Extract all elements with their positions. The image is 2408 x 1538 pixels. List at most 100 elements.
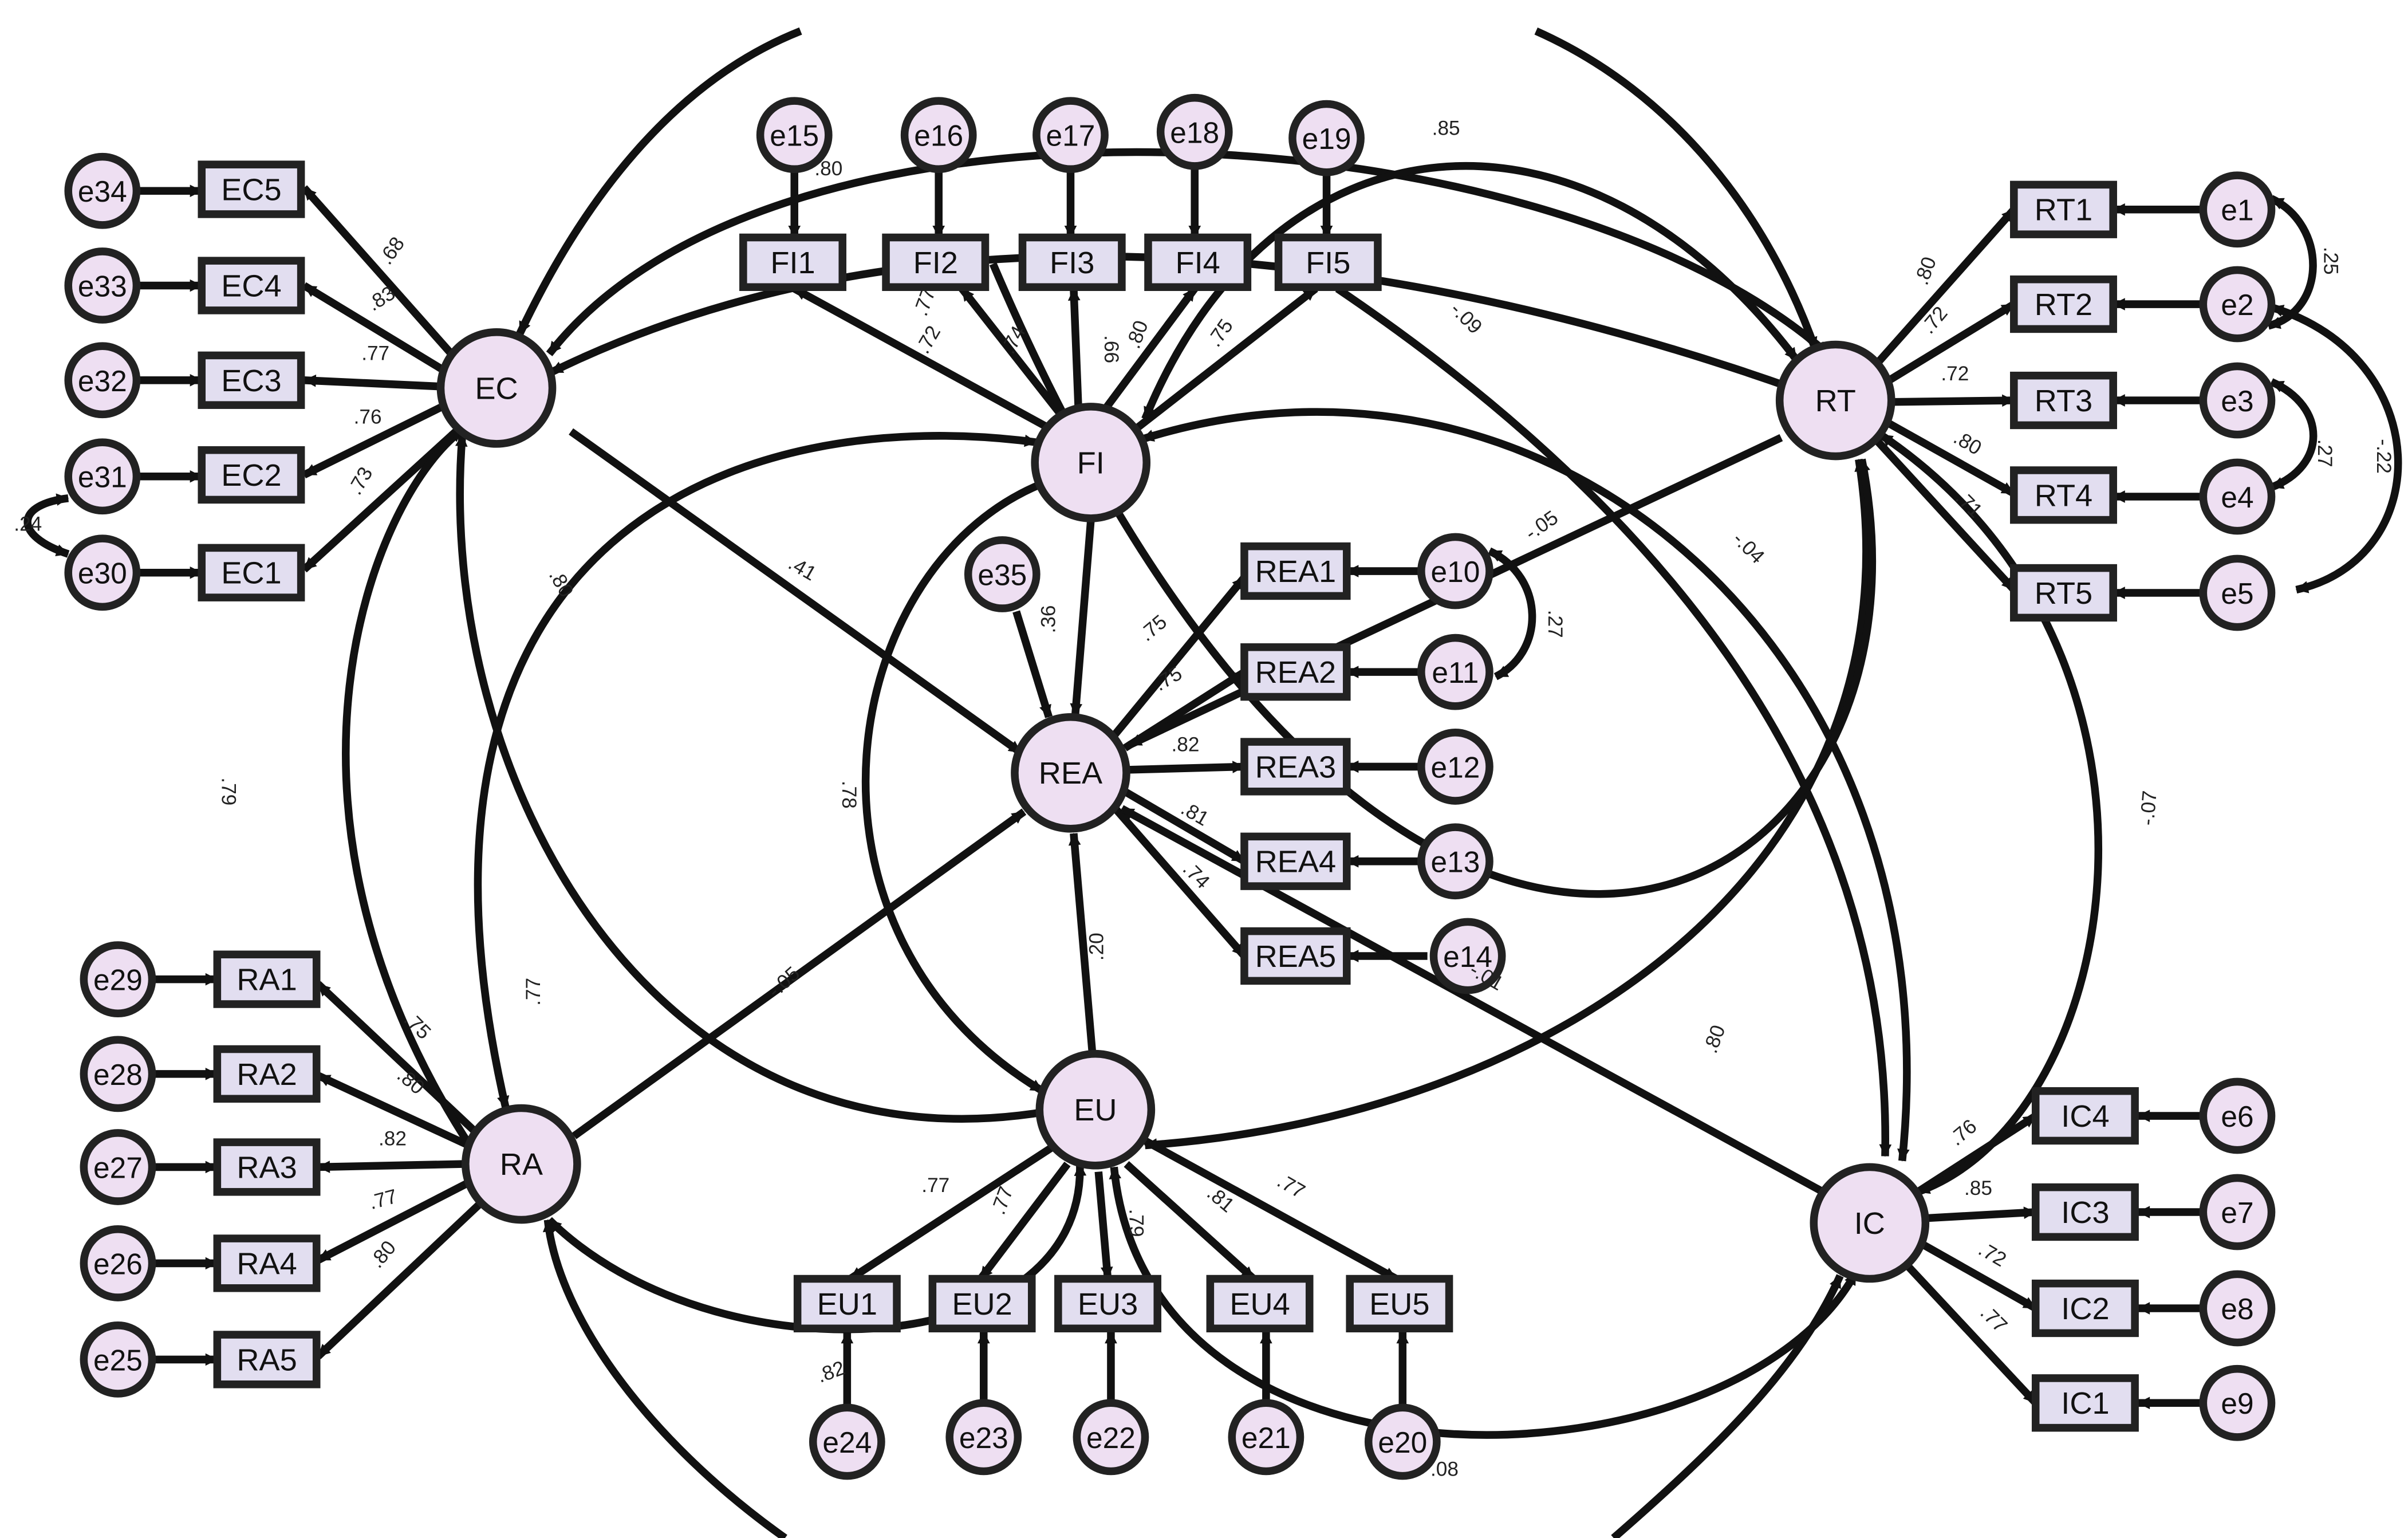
coefficient-label: .72 xyxy=(1941,363,1969,385)
error-e6: e6 xyxy=(2199,1077,2276,1154)
coefficient-label: .72 xyxy=(1975,1238,2010,1271)
indicator-ic4: IC4 xyxy=(2031,1087,2139,1145)
coefficient-label: .79 xyxy=(217,777,239,805)
indicator-label: REA3 xyxy=(1255,750,1337,784)
indicator-label: RT2 xyxy=(2035,288,2092,322)
coefficient-label: .77 xyxy=(366,1185,399,1214)
indicator-fi5: FI5 xyxy=(1274,233,1382,292)
error-circle xyxy=(64,438,141,515)
indicator-fi3: FI3 xyxy=(1018,233,1126,292)
latent-label: RA xyxy=(500,1147,543,1182)
arrow-fi-rea xyxy=(1070,521,1095,717)
indicator-box xyxy=(213,1045,321,1103)
indicator-label: EU4 xyxy=(1229,1287,1290,1321)
error-circle xyxy=(900,97,977,174)
coefficient-label: .79 xyxy=(1125,1209,1147,1237)
error-label: e24 xyxy=(822,1426,872,1459)
indicator-box xyxy=(198,257,305,314)
indicator-box xyxy=(2031,1374,2139,1432)
coefficient-label: -.09 xyxy=(1446,298,1486,338)
coefficient-label: .08 xyxy=(1430,1458,1459,1481)
indicator-box xyxy=(1240,643,1351,701)
indicator-box xyxy=(882,233,990,292)
indicator-box xyxy=(213,950,321,1008)
error-circle xyxy=(2199,1174,2276,1250)
error-label: e25 xyxy=(93,1343,143,1376)
error-e10: e10 xyxy=(1417,533,1493,609)
indicator-box xyxy=(739,233,846,292)
coefficient-label: .85 xyxy=(1432,117,1460,140)
indicator-rea2: REA2 xyxy=(1240,643,1351,701)
indicator-rea4: REA4 xyxy=(1240,832,1351,890)
latent-circle xyxy=(1011,713,1130,833)
indicator-label: RA4 xyxy=(237,1246,297,1281)
indicator-label: RT4 xyxy=(2035,478,2092,513)
indicator-label: REA5 xyxy=(1255,939,1337,974)
arrow-rt-rt5 xyxy=(1871,435,2017,593)
indicator-box xyxy=(2010,275,2117,333)
indicator-label: EU2 xyxy=(952,1287,1012,1321)
latent-circle xyxy=(462,1104,581,1224)
error-e29: e29 xyxy=(80,941,156,1018)
error-e31: e31 xyxy=(64,438,141,515)
indicator-rea5: REA5 xyxy=(1240,927,1351,985)
error-circle xyxy=(1156,93,1233,170)
indicator-rt1: RT1 xyxy=(2010,180,2117,238)
coefficient-label: .82 xyxy=(379,1128,407,1150)
latent-eu: EU xyxy=(1035,1049,1156,1170)
error-e27: e27 xyxy=(80,1129,156,1205)
error-label: e30 xyxy=(78,557,127,590)
cov-fi-rt xyxy=(1141,162,1800,421)
coefficient-label: .76 xyxy=(354,406,382,428)
arrow-rt-rt2 xyxy=(1885,301,2016,386)
arrow-ic-ic1 xyxy=(1902,1260,2039,1406)
indicator-label: EC2 xyxy=(221,458,281,493)
coefficient-label: .80 xyxy=(1910,254,1941,288)
error-e4: e4 xyxy=(2199,458,2276,535)
cov-rt-ic xyxy=(1878,431,2103,1196)
arrow-rea-rea3 xyxy=(1128,761,1246,774)
cov-rt-top-right xyxy=(1534,27,1819,351)
arrow-ec-ec3 xyxy=(303,374,440,391)
arrow-ra-ra5 xyxy=(315,1199,484,1359)
indicator-label: IC1 xyxy=(2061,1386,2109,1421)
error-circle xyxy=(809,1403,885,1480)
indicator-box xyxy=(2031,1183,2139,1241)
error-e26: e26 xyxy=(80,1225,156,1301)
error-label: e20 xyxy=(1378,1426,1427,1459)
cov-ec-top-left xyxy=(516,27,802,336)
indicator-eu5: EU5 xyxy=(1346,1275,1453,1333)
coefficient-label: .80 xyxy=(365,1237,400,1273)
indicator-label: IC3 xyxy=(2061,1195,2109,1230)
coefficient-label: .77 xyxy=(1976,1301,2011,1337)
indicator-label: REA2 xyxy=(1255,655,1337,690)
indicator-label: FI1 xyxy=(770,246,815,280)
error-e15: e15 xyxy=(756,97,833,174)
arrow-ic-ic3 xyxy=(1924,1206,2036,1222)
indicator-label: FI2 xyxy=(913,246,958,280)
indicator-label: RT3 xyxy=(2035,384,2092,418)
error-e12: e12 xyxy=(1417,729,1493,805)
cov-e30-e31 xyxy=(23,493,70,558)
indicator-box xyxy=(1240,832,1351,890)
error-label: e29 xyxy=(93,963,143,997)
indicator-label: RA5 xyxy=(237,1343,297,1377)
indicator-eu4: EU4 xyxy=(1206,1275,1314,1333)
error-e22: e22 xyxy=(1073,1399,1149,1476)
error-circle xyxy=(64,152,141,229)
coefficient-label: .27 xyxy=(1544,610,1566,638)
indicator-label: FI3 xyxy=(1050,246,1094,280)
coefficient-label: .77 xyxy=(921,1174,949,1197)
cov-ec-ra xyxy=(342,427,475,1151)
error-e25: e25 xyxy=(80,1321,156,1398)
coefficient-label: .73 xyxy=(344,463,377,499)
arrow-fi-fi3 xyxy=(1067,288,1082,407)
arrow-ec-ec1 xyxy=(301,425,462,573)
coefficient-label: .75 xyxy=(1203,315,1238,351)
error-label: e16 xyxy=(914,119,963,152)
indicator-box xyxy=(213,1331,321,1388)
latent-ra: RA xyxy=(462,1104,581,1224)
error-label: e7 xyxy=(2221,1196,2253,1229)
coefficient-label: .25 xyxy=(2320,247,2342,275)
latent-circle xyxy=(1775,340,1895,461)
